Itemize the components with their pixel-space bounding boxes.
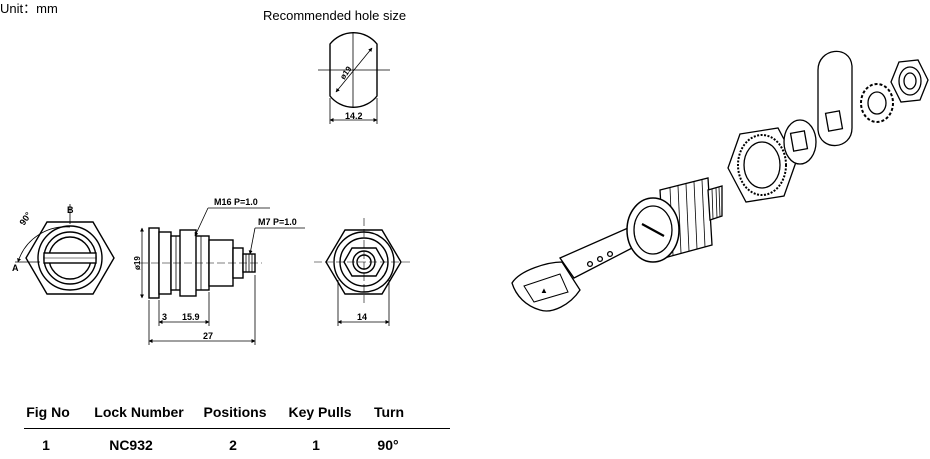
- flange-thickness-label: 3: [162, 312, 167, 322]
- cell-turn: 90°: [377, 437, 399, 453]
- mounting-nut-illustration: [727, 127, 797, 203]
- cell-lock-number: NC932: [109, 437, 153, 453]
- cell-fig-no: 1: [42, 437, 50, 453]
- cam-illustration: [817, 50, 853, 147]
- front-label-b: B: [67, 205, 74, 215]
- back-view-dimension: [337, 280, 390, 326]
- cell-key-pulls: 1: [312, 437, 320, 453]
- header-turn: Turn: [373, 404, 405, 420]
- recommended-hole-title: Recommended hole size: [263, 8, 407, 23]
- table-divider: [24, 428, 450, 429]
- lock-body-illustration: [626, 177, 723, 263]
- back-view-diagram: [314, 218, 412, 305]
- header-positions: Positions: [203, 404, 267, 420]
- washer-illustration: [783, 119, 817, 165]
- back-width-label: 14: [357, 312, 367, 322]
- front-angle-label: 90°: [17, 210, 33, 227]
- front-view-diagram: [15, 204, 115, 295]
- star-washer-illustration: [860, 83, 894, 123]
- side-diameter-label: ø19: [133, 256, 142, 270]
- front-label-a: A: [12, 263, 19, 273]
- recommended-hole-diagram: [318, 31, 390, 124]
- side-view-dimensions: [140, 207, 305, 345]
- thread-major-label: M16 P=1.0: [214, 197, 258, 207]
- table-row: 1 NC932 2 1 90°: [0, 437, 450, 459]
- cell-positions: 2: [229, 437, 237, 453]
- total-length-label: 27: [203, 331, 213, 341]
- spec-table-header: Fig No Lock Number Positions Key Pulls T…: [0, 404, 450, 426]
- unit-label: Unit：mm: [0, 1, 58, 16]
- exploded-view-illustration: ▲: [511, 50, 929, 312]
- small-nut-illustration: [890, 59, 929, 103]
- key-illustration: ▲: [511, 227, 637, 312]
- body-length-label: 15.9: [182, 312, 200, 322]
- header-key-pulls: Key Pulls: [288, 404, 352, 420]
- key-mark: ▲: [540, 286, 548, 295]
- thread-minor-label: M7 P=1.0: [258, 217, 297, 227]
- header-lock-number: Lock Number: [94, 404, 184, 420]
- side-view-diagram: [140, 227, 262, 299]
- recommended-width-label: 14.2: [345, 111, 363, 121]
- header-fig-no: Fig No: [26, 404, 70, 420]
